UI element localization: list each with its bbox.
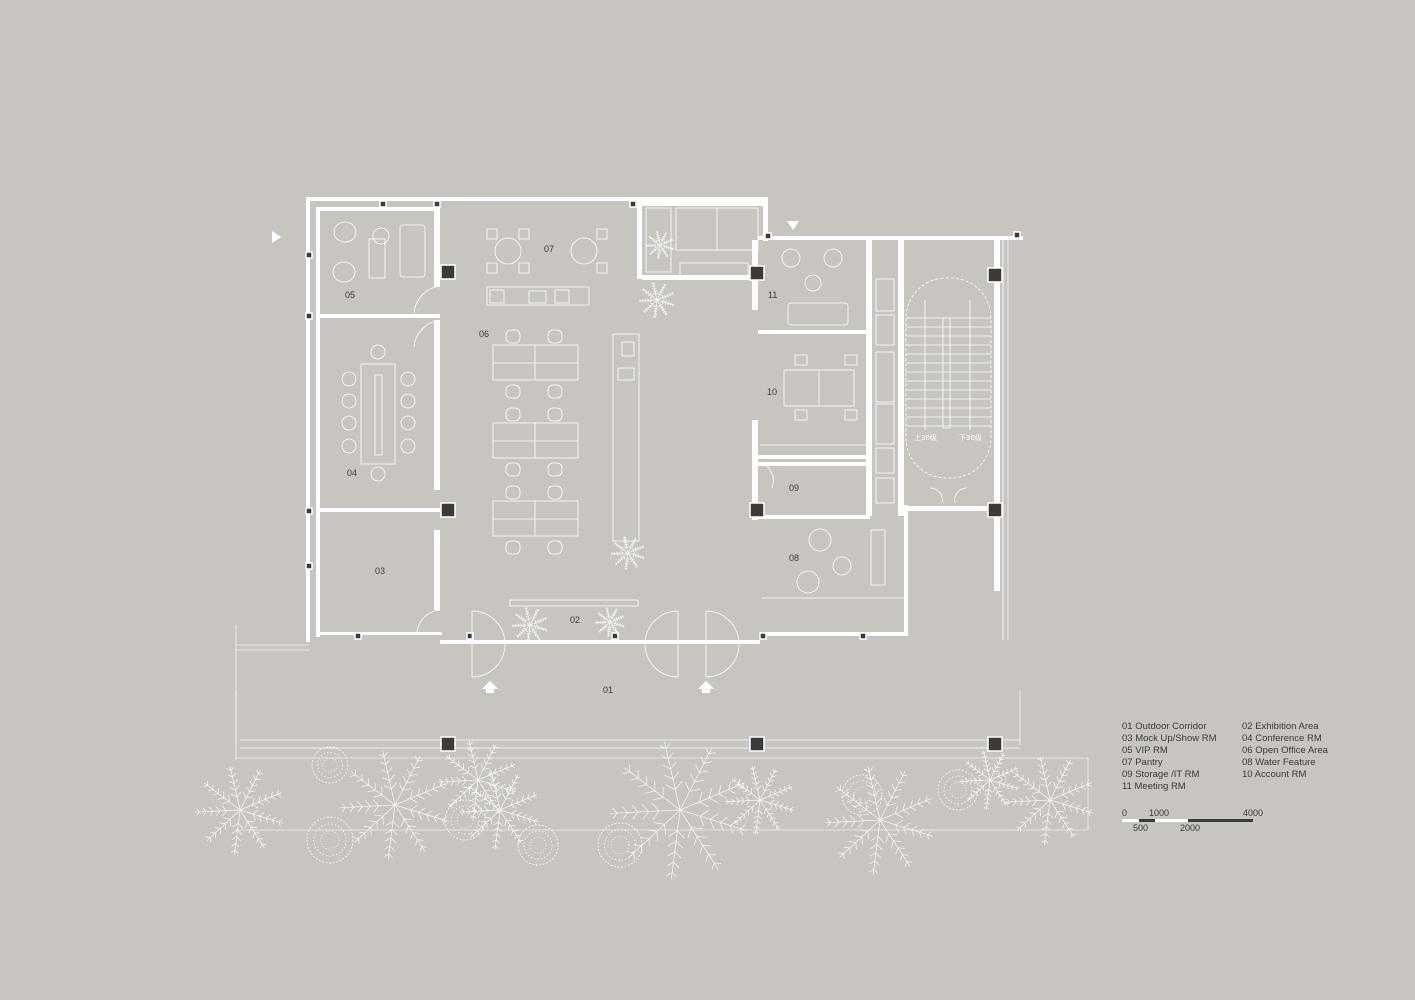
scale-segment (1122, 819, 1139, 822)
room-label-09: 09 (789, 483, 799, 493)
office-chair (505, 462, 521, 477)
palm-tree-icon (512, 607, 548, 643)
shrub-icon (937, 769, 979, 811)
room-label-02: 02 (570, 615, 580, 625)
room-label-08: 08 (789, 553, 799, 563)
scale-tick-4000: 4000 (1243, 808, 1264, 818)
palm-tree-icon (725, 765, 794, 835)
section-marker-icon (787, 221, 799, 230)
legend-item: 09 Storage /IT RM (1122, 769, 1200, 780)
shrub-icon (517, 824, 559, 866)
shrub-icon (306, 816, 354, 864)
room-legend: 01 Outdoor Corridor 02 Exhibition Area 03… (1122, 721, 1362, 793)
legend-item: 04 Conference RM (1242, 733, 1322, 744)
structural-columns (305, 200, 1021, 752)
scale-tick-2000: 2000 (1180, 823, 1201, 833)
legend-item: 11 Meeting RM (1122, 781, 1186, 792)
entrance-arrow-icon (698, 681, 714, 693)
scale-tick-1000: 1000 (1149, 808, 1170, 818)
scale-segment (1188, 819, 1253, 822)
legend-item: 01 Outdoor Corridor (1122, 721, 1207, 732)
shrub-icon (597, 822, 643, 868)
room-label-05: 05 (345, 290, 355, 300)
scale-segment (1139, 819, 1155, 822)
office-chair (505, 407, 521, 422)
office-chair (547, 485, 563, 500)
office-chair (505, 384, 521, 399)
legend-item: 03 Mock Up/Show RM (1122, 733, 1217, 744)
room-label-01: 01 (603, 685, 613, 695)
scale-bar: 0 1000 4000 500 2000 (1122, 808, 1272, 836)
landscape-plants (195, 231, 1094, 880)
scale-segment (1155, 819, 1188, 822)
legend-item: 07 Pantry (1122, 757, 1163, 768)
palm-tree-icon (645, 231, 674, 259)
palm-tree-icon (595, 607, 625, 637)
palm-tree-icon (340, 751, 448, 860)
room-label-06: 06 (479, 329, 489, 339)
room-label-11: 11 (768, 290, 777, 300)
office-chair (547, 462, 563, 477)
office-chair (547, 540, 563, 555)
room-label-04: 04 (347, 468, 357, 478)
exterior-walls (235, 197, 1089, 831)
section-marker-icon (272, 231, 281, 243)
shrub-icon (311, 746, 349, 784)
legend-item: 08 Water Feature (1242, 757, 1316, 768)
palm-tree-icon (460, 770, 539, 850)
entrance-arrow-icon (482, 681, 498, 693)
office-chair (547, 407, 563, 422)
palm-tree-icon (639, 282, 675, 318)
scale-tick-500: 500 (1133, 823, 1149, 833)
legend-item: 10 Account RM (1242, 769, 1307, 780)
palm-tree-icon (825, 766, 933, 875)
shrub-icon (444, 799, 486, 841)
palm-tree-icon (195, 766, 284, 855)
office-chair (505, 540, 521, 555)
stair-down-label: 下30级 (959, 433, 982, 442)
palm-tree-icon (1005, 756, 1094, 845)
office-chair (505, 329, 521, 344)
room-label-10: 10 (767, 387, 777, 397)
legend-item: 02 Exhibition Area (1242, 721, 1319, 732)
room-label-07: 07 (544, 244, 554, 254)
palm-tree-icon (438, 740, 517, 820)
office-chair (505, 485, 521, 500)
palm-tree-icon (960, 750, 1019, 810)
room-label-03: 03 (375, 566, 385, 576)
stair-up-label: 上30级 (914, 433, 937, 442)
legend-item: 05 VIP RM (1122, 745, 1168, 756)
office-chair (547, 384, 563, 399)
palm-tree-icon (611, 536, 645, 570)
legend-item: 06 Open Office Area (1242, 745, 1328, 756)
palm-tree-icon (610, 741, 747, 880)
shrub-icon (841, 774, 883, 816)
office-chair (547, 329, 563, 344)
scale-tick-0: 0 (1122, 808, 1128, 818)
furniture (320, 207, 992, 678)
